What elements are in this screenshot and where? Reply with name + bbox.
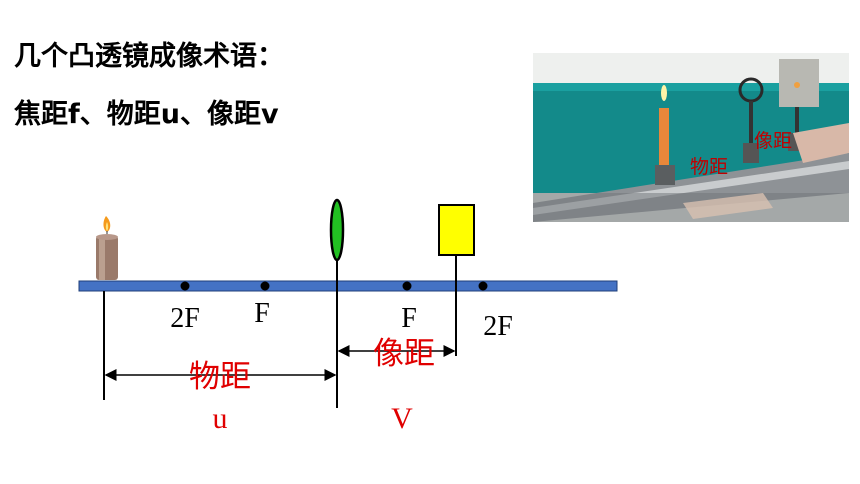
screen-icon	[438, 204, 475, 256]
object-distance-label: 物距	[189, 359, 251, 395]
experiment-photo: 物距 像距	[533, 53, 849, 222]
optical-bench	[78, 280, 618, 292]
photo-object-distance-label: 物距	[690, 156, 728, 178]
photo-image-distance-label: 像距	[754, 130, 792, 152]
convex-lens-icon	[329, 198, 345, 262]
title-line-1: 几个凸透镜成像术语：	[14, 41, 284, 72]
object-distance-symbol: u	[213, 402, 228, 435]
label-right-f: F	[401, 303, 417, 334]
label-left-2f: 2F	[170, 303, 200, 334]
point-left-2f	[180, 281, 190, 291]
image-distance-label: 像距	[373, 336, 435, 372]
title-line-2: 焦距f、物距u、像距v	[14, 99, 279, 130]
label-right-2f: 2F	[483, 311, 513, 342]
point-right-2f	[478, 281, 488, 291]
candle-icon	[96, 216, 118, 280]
point-right-f	[402, 281, 412, 291]
label-left-f: F	[254, 298, 270, 329]
point-left-f	[260, 281, 270, 291]
image-distance-symbol: V	[391, 402, 413, 435]
